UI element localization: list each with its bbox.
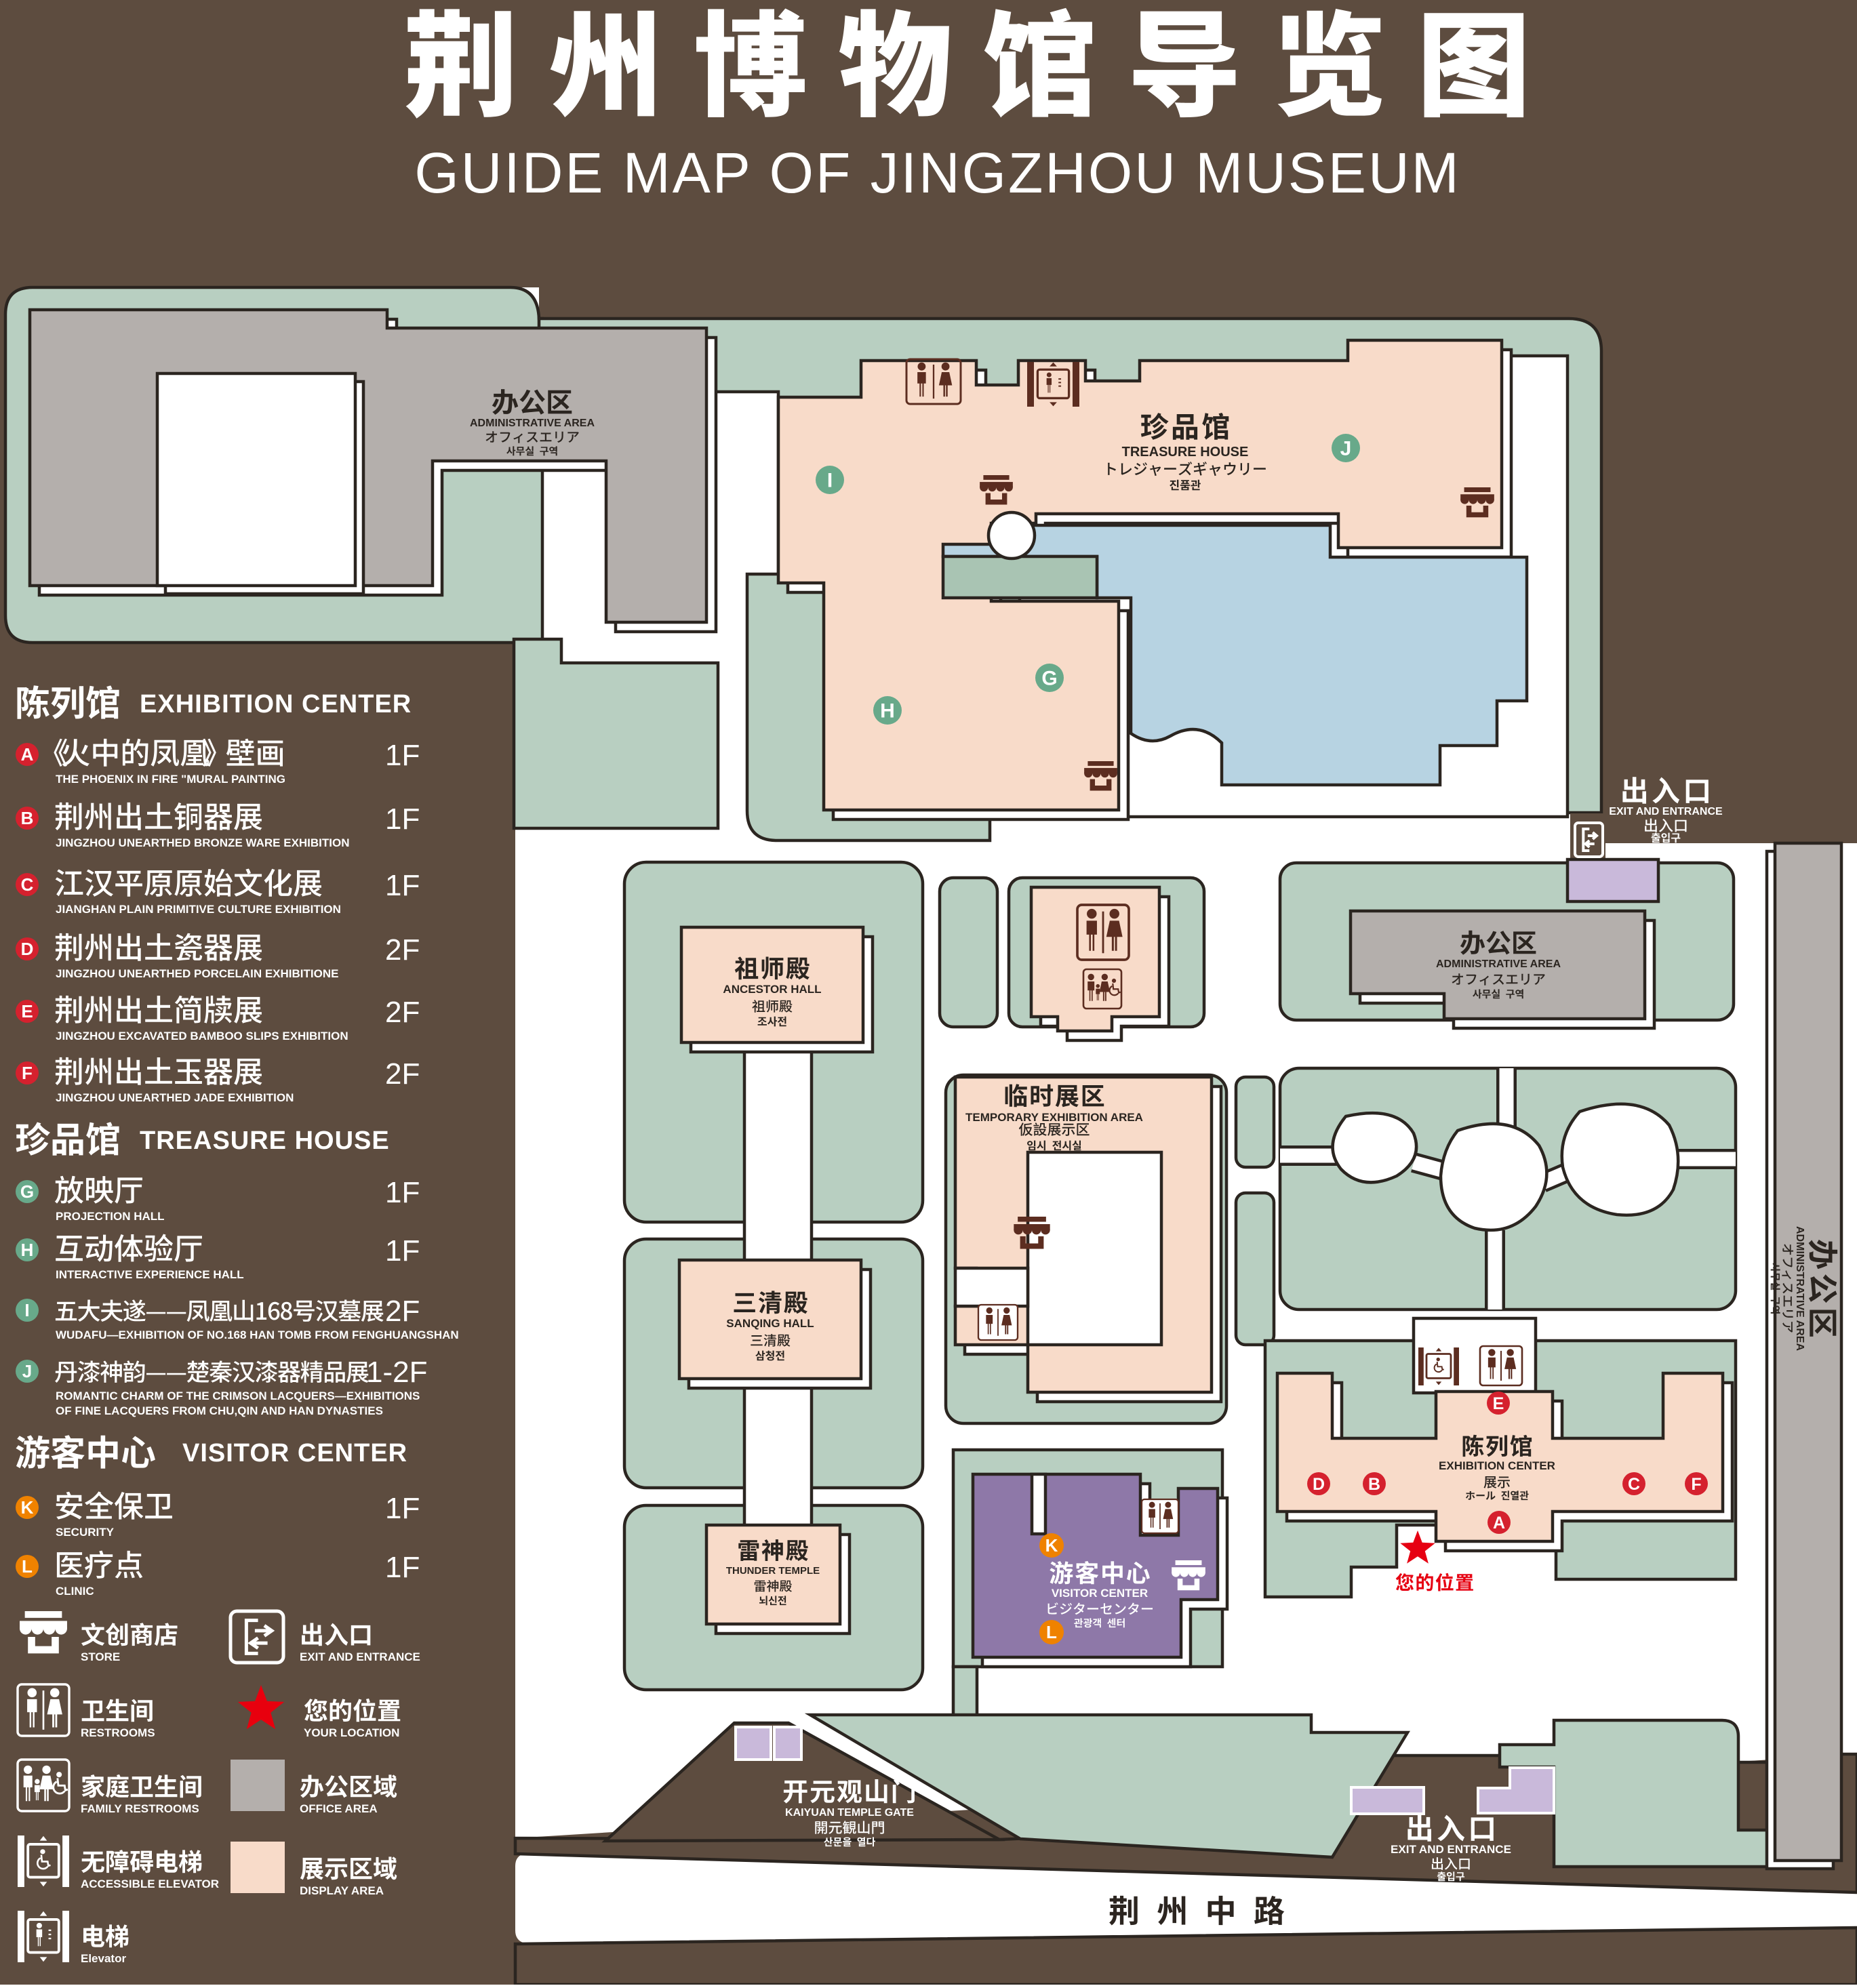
svg-text:ROMANTIC CHARM OF THE CRIMSON: ROMANTIC CHARM OF THE CRIMSON LACQUERS—E… <box>56 1389 420 1402</box>
svg-text:2F: 2F <box>385 1057 420 1091</box>
svg-text:THE PHOENIX IN FIRE "MURAL PAI: THE PHOENIX IN FIRE "MURAL PAINTING <box>56 773 285 786</box>
svg-text:JINGZHOU UNEARTHED JADE EXHIBI: JINGZHOU UNEARTHED JADE EXHIBITION <box>56 1091 294 1104</box>
svg-text:RESTROOMS: RESTROOMS <box>81 1726 155 1739</box>
svg-text:J: J <box>1340 438 1352 460</box>
svg-text:THUNDER TEMPLE: THUNDER TEMPLE <box>726 1565 820 1577</box>
svg-text:1F: 1F <box>385 1176 420 1209</box>
svg-text:A: A <box>21 744 34 765</box>
svg-text:F: F <box>22 1063 33 1083</box>
svg-text:C: C <box>21 874 34 895</box>
svg-text:1F: 1F <box>385 1551 420 1584</box>
svg-text:INTERACTIVE EXPERIENCE HALL: INTERACTIVE EXPERIENCE HALL <box>56 1268 244 1281</box>
svg-text:1F: 1F <box>385 869 420 902</box>
svg-text:JINGZHOU UNEARTHED BRONZE WARE: JINGZHOU UNEARTHED BRONZE WARE EXHIBITIO… <box>56 836 350 849</box>
svg-text:H: H <box>21 1240 34 1260</box>
svg-text:TEMPORARY EXHIBITION AREA: TEMPORARY EXHIBITION AREA <box>965 1111 1143 1124</box>
svg-text:2F: 2F <box>385 1295 420 1328</box>
svg-text:WUDAFU—EXHIBITION OF NO.168 HA: WUDAFU—EXHIBITION OF NO.168 HAN TOMB FRO… <box>56 1328 459 1341</box>
svg-text:A: A <box>1493 1514 1505 1533</box>
svg-text:ACCESSIBLE ELEVATOR: ACCESSIBLE ELEVATOR <box>81 1878 219 1890</box>
svg-text:E: E <box>21 1001 33 1021</box>
svg-text:FAMILY RESTROOMS: FAMILY RESTROOMS <box>81 1802 199 1815</box>
svg-text:SECURITY: SECURITY <box>56 1526 115 1539</box>
svg-text:JIANGHAN PLAIN PRIMITIVE CULTU: JIANGHAN PLAIN PRIMITIVE CULTURE EXHIBIT… <box>56 903 341 916</box>
svg-text:JINGZHOU UNEARTHED PORCELAIN E: JINGZHOU UNEARTHED PORCELAIN EXHIBITIONE <box>56 967 338 980</box>
svg-text:1F: 1F <box>385 739 420 772</box>
svg-text:K: K <box>1045 1535 1058 1556</box>
svg-text:I: I <box>827 470 833 492</box>
svg-text:EXIT AND ENTRANCE: EXIT AND ENTRANCE <box>1391 1843 1511 1856</box>
svg-text:ADMINISTRATIVE AREA: ADMINISTRATIVE AREA <box>1794 1226 1805 1351</box>
svg-text:F: F <box>1691 1475 1701 1494</box>
svg-text:J: J <box>22 1361 32 1381</box>
svg-text:DISPLAY AREA: DISPLAY AREA <box>300 1884 384 1897</box>
svg-text:1F: 1F <box>385 803 420 836</box>
svg-text:K: K <box>21 1497 34 1518</box>
svg-text:Elevator: Elevator <box>81 1952 126 1965</box>
svg-text:2F: 2F <box>385 933 420 967</box>
svg-text:L: L <box>1046 1622 1057 1642</box>
svg-text:ADMINISTRATIVE AREA: ADMINISTRATIVE AREA <box>470 418 595 429</box>
svg-text:1F: 1F <box>385 1492 420 1525</box>
svg-text:OFFICE AREA: OFFICE AREA <box>300 1802 378 1815</box>
svg-text:OF FINE LACQUERS FROM CHU,QIN: OF FINE LACQUERS FROM CHU,QIN AND HAN DY… <box>56 1404 383 1417</box>
svg-text:H: H <box>880 700 895 723</box>
svg-text:EXIT AND ENTRANCE: EXIT AND ENTRANCE <box>300 1650 420 1663</box>
svg-text:VISITOR CENTER: VISITOR CENTER <box>182 1439 407 1467</box>
svg-text:B: B <box>21 808 34 828</box>
svg-text:L: L <box>22 1556 33 1577</box>
svg-text:ADMINISTRATIVE AREA: ADMINISTRATIVE AREA <box>1436 958 1561 970</box>
svg-text:CLINIC: CLINIC <box>56 1585 94 1598</box>
svg-text:STORE: STORE <box>81 1650 120 1663</box>
svg-text:2F: 2F <box>385 996 420 1029</box>
svg-text:KAIYUAN TEMPLE GATE: KAIYUAN TEMPLE GATE <box>785 1807 914 1819</box>
svg-text:SANQING HALL: SANQING HALL <box>726 1317 814 1330</box>
svg-text:ANCESTOR HALL: ANCESTOR HALL <box>723 983 821 996</box>
svg-text:EXHIBITION CENTER: EXHIBITION CENTER <box>140 690 412 718</box>
svg-text:C: C <box>1628 1475 1640 1494</box>
svg-text:B: B <box>1368 1475 1380 1494</box>
svg-text:G: G <box>1041 668 1057 690</box>
svg-text:GUIDE MAP OF JINGZHOU MUSEUM: GUIDE MAP OF JINGZHOU MUSEUM <box>414 141 1460 205</box>
svg-text:TREASURE HOUSE: TREASURE HOUSE <box>140 1127 390 1155</box>
svg-text:E: E <box>1493 1394 1504 1413</box>
svg-text:1F: 1F <box>385 1234 420 1267</box>
svg-text:D: D <box>1313 1475 1325 1494</box>
svg-text:D: D <box>21 939 34 959</box>
svg-text:EXHIBITION CENTER: EXHIBITION CENTER <box>1439 1459 1555 1472</box>
svg-text:EXIT AND ENTRANCE: EXIT AND ENTRANCE <box>1609 806 1723 817</box>
svg-text:YOUR LOCATION: YOUR LOCATION <box>304 1726 399 1739</box>
svg-text:1-2F: 1-2F <box>366 1356 427 1389</box>
svg-text:TREASURE HOUSE: TREASURE HOUSE <box>1122 445 1249 460</box>
svg-text:VISITOR CENTER: VISITOR CENTER <box>1052 1587 1148 1600</box>
svg-text:JINGZHOU EXCAVATED BAMBOO SLIP: JINGZHOU EXCAVATED BAMBOO SLIPS EXHIBITI… <box>56 1030 348 1042</box>
svg-text:G: G <box>20 1181 34 1202</box>
svg-text:I: I <box>24 1300 29 1320</box>
svg-text:PROJECTION HALL: PROJECTION HALL <box>56 1210 165 1223</box>
